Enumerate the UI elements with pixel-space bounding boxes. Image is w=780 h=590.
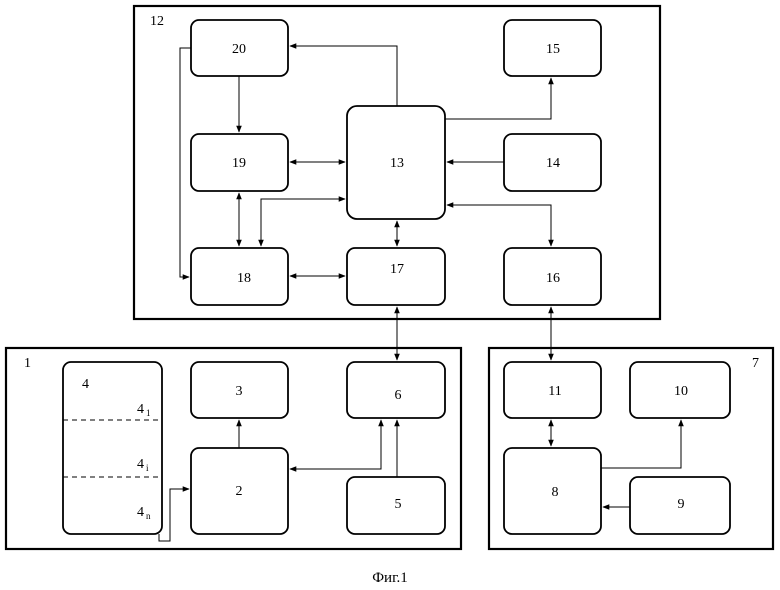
- group-label-7: 7: [752, 356, 759, 371]
- block-4: [63, 362, 162, 534]
- arrow-8-to-10: [601, 420, 681, 468]
- group-label-12: 12: [150, 14, 164, 29]
- block-label-10: 10: [674, 384, 688, 399]
- block-label-11: 11: [548, 384, 561, 399]
- group-label-1: 1: [24, 356, 31, 371]
- block-label-19: 19: [232, 156, 246, 171]
- arrow-13-16: [447, 205, 551, 246]
- block-label-3: 3: [236, 384, 243, 399]
- arrow-20-to-18: [180, 48, 191, 277]
- block-label-18: 18: [237, 271, 251, 286]
- figure-caption: Фиг.1: [372, 570, 408, 586]
- arrow-13-to-15: [445, 78, 551, 119]
- block-label-8: 8: [552, 485, 559, 500]
- arrow-6-2: [290, 420, 381, 469]
- arrow-13-18: [261, 199, 345, 246]
- arrow-4-to-2: [159, 489, 189, 541]
- block-label-4: 4: [82, 377, 89, 392]
- block-label-14: 14: [546, 156, 560, 171]
- block-label-9: 9: [678, 497, 685, 512]
- block-label-13: 13: [390, 156, 404, 171]
- block-label-16: 16: [546, 271, 560, 286]
- block-label-15: 15: [546, 42, 560, 57]
- block-label-2: 2: [236, 484, 243, 499]
- block-label-20: 20: [232, 42, 246, 57]
- arrow-13-to-20: [290, 46, 397, 106]
- block-label-17: 17: [390, 262, 404, 277]
- block-label-5: 5: [395, 497, 402, 512]
- block-label-6: 6: [395, 388, 402, 403]
